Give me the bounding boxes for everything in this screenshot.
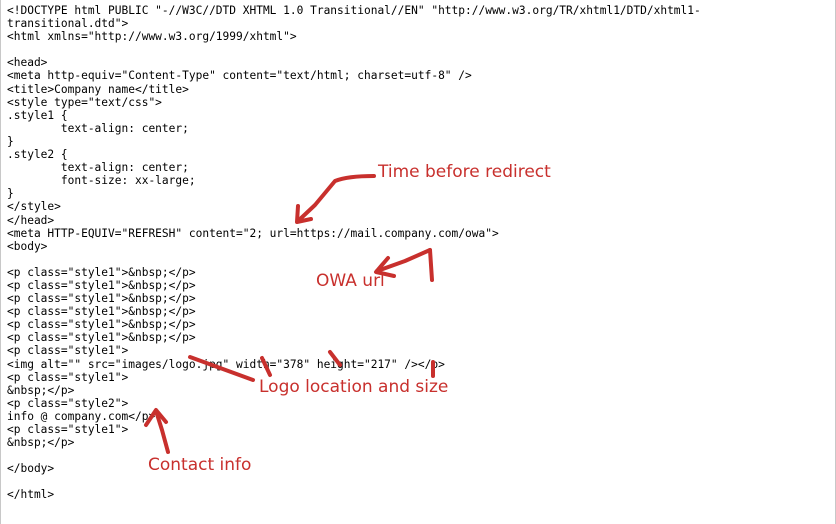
code-line (7, 449, 701, 462)
code-line: } (7, 187, 14, 201)
code-line: transitional.dtd"> (7, 17, 129, 31)
code-line: info @ company.com</p> (7, 409, 156, 423)
code-line: <p class="style1">&nbsp;</p> (7, 292, 196, 306)
code-line: .style1 { (7, 108, 68, 122)
code-line: <meta HTTP-EQUIV="REFRESH" content="2; u… (7, 226, 499, 240)
html-source-code[interactable]: <!DOCTYPE html PUBLIC "-//W3C//DTD XHTML… (7, 4, 701, 502)
code-line: text-align: center; (7, 161, 189, 175)
code-line (7, 43, 701, 56)
code-line: <meta http-equiv="Content-Type" content=… (7, 69, 472, 83)
code-line: <p class="style1">&nbsp;</p> (7, 305, 196, 319)
code-line: <img alt="" src="images/logo.jpg" width=… (7, 357, 445, 371)
code-line: <p class="style1">&nbsp;</p> (7, 278, 196, 292)
logo-annotation: Logo location and size (259, 377, 449, 397)
code-line (7, 253, 701, 266)
code-line: <head> (7, 56, 48, 70)
code-line: <!DOCTYPE html PUBLIC "-//W3C//DTD XHTML… (7, 4, 701, 17)
code-line: &nbsp;</p> (7, 383, 75, 397)
code-line (7, 475, 701, 488)
code-line: <p class="style1"> (7, 423, 129, 436)
code-line: </body> (7, 462, 55, 476)
code-line: text-align: center; (7, 121, 189, 135)
code-line: <style type="text/css"> (7, 95, 162, 109)
code-line: </head> (7, 213, 55, 227)
code-line: <html xmlns="http://www.w3.org/1999/xhtm… (7, 30, 297, 44)
code-line: </html> (7, 488, 55, 502)
code-line: <p class="style1"> (7, 370, 129, 384)
contact-info-annotation: Contact info (148, 455, 252, 475)
code-line: <p class="style1">&nbsp;</p> (7, 265, 196, 279)
code-line: <p class="style2"> (7, 396, 129, 410)
code-line: <title>Company name</title> (7, 82, 189, 96)
code-line: <p class="style1">&nbsp;</p> (7, 318, 196, 332)
code-line: } (7, 134, 14, 148)
redirect-time-annotation: Time before redirect (378, 162, 551, 182)
code-line: <p class="style1">&nbsp;</p> (7, 331, 196, 345)
code-line: </style> (7, 200, 61, 214)
owa-url-annotation: OWA url (316, 271, 385, 291)
code-line: &nbsp;</p> (7, 436, 75, 450)
code-line: <p class="style1"> (7, 344, 129, 358)
code-line: font-size: xx-large; (7, 174, 196, 188)
code-line: <body> (7, 239, 48, 253)
code-line: .style2 { (7, 148, 68, 162)
